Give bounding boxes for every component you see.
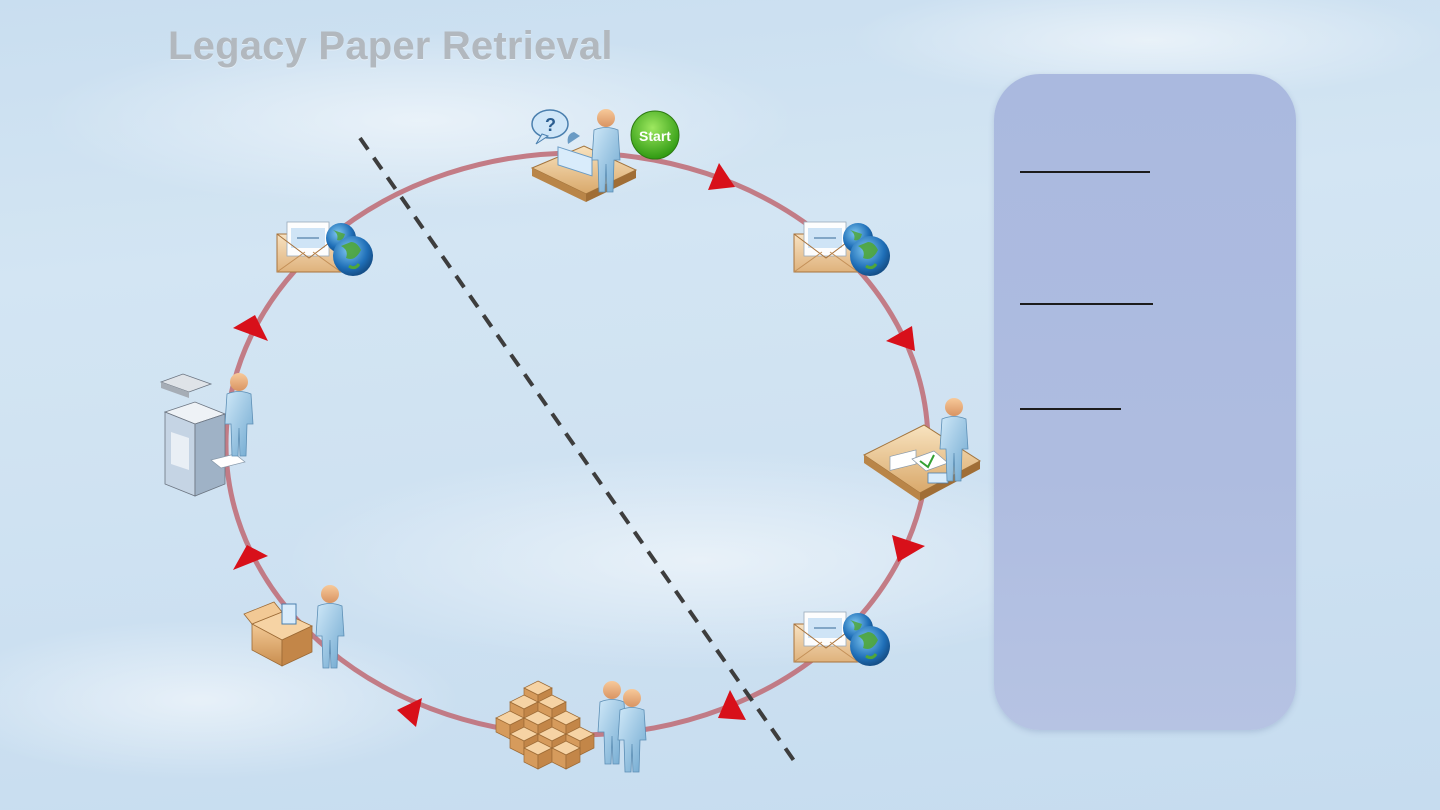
- records-clerk-phone-question-icon: ?: [530, 108, 638, 202]
- flow-arrow-2: [886, 326, 915, 351]
- panel-underline-1: [1020, 171, 1150, 173]
- email-globe-icon: [275, 220, 375, 278]
- flow-arrow-4: [718, 690, 746, 720]
- dashed-divider: [358, 136, 799, 767]
- panel-underline-2: [1020, 303, 1153, 305]
- clerk-at-desk-with-documents-icon: [863, 397, 981, 501]
- flow-arrow-3: [892, 535, 925, 562]
- svg-text:?: ?: [545, 115, 556, 135]
- side-panel: [994, 74, 1296, 730]
- flow-arrow-1: [708, 163, 735, 190]
- operator-copier-scanner-icon: [159, 372, 254, 497]
- start-label: Start: [639, 128, 671, 144]
- flow-arrow-7: [233, 315, 268, 341]
- flow-arrow-5: [397, 698, 422, 727]
- worker-packing-box-icon: [243, 584, 345, 669]
- page-title: Legacy Paper Retrieval: [168, 24, 613, 68]
- email-globe-icon: [792, 220, 892, 278]
- panel-underline-3: [1020, 408, 1121, 410]
- start-badge[interactable]: Start: [630, 110, 680, 160]
- warehouse-boxes-workers-icon: [495, 680, 647, 773]
- flow-arrow-6: [233, 545, 268, 570]
- email-globe-icon: [792, 610, 892, 668]
